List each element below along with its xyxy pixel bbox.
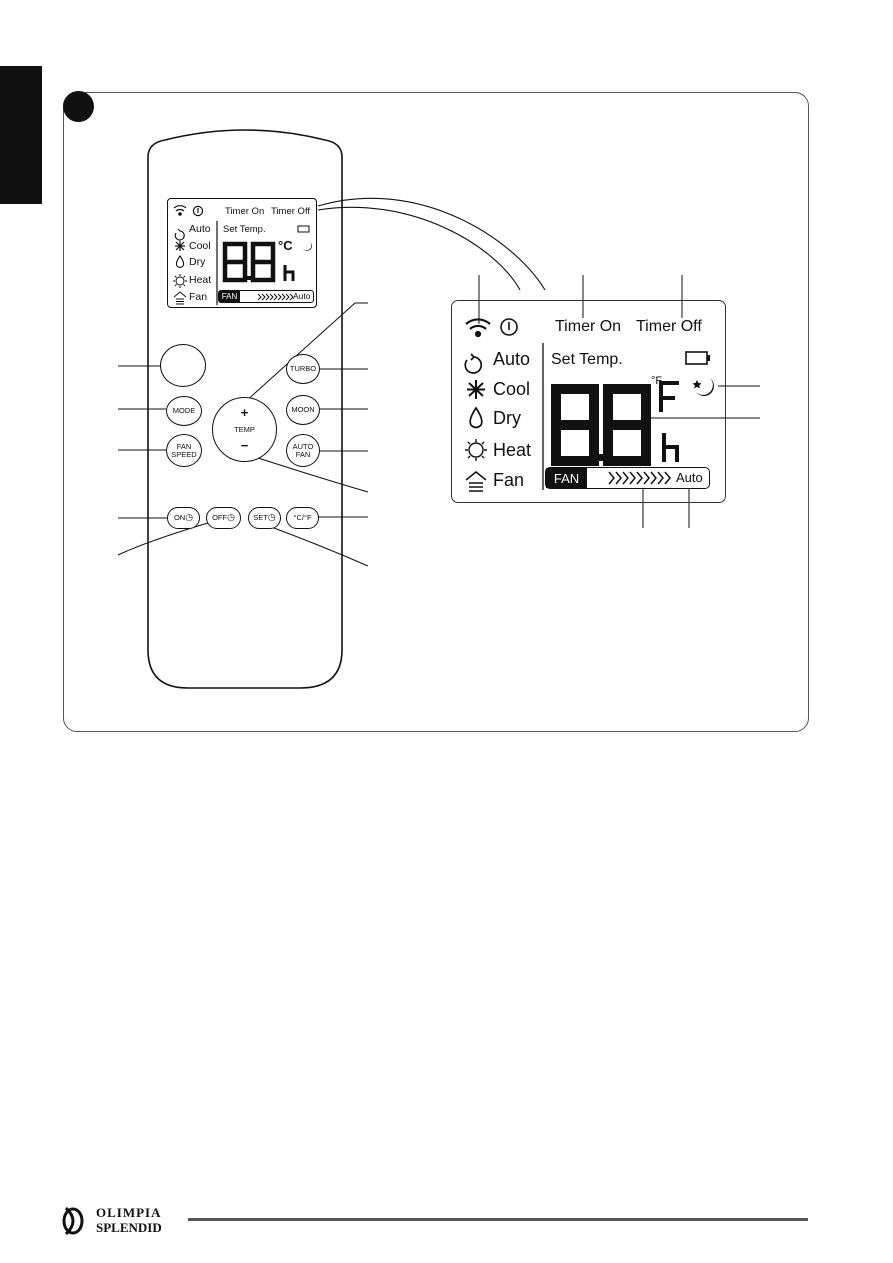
auto-fan-line1: AUTO [292, 441, 314, 451]
zoom-arc-outer [317, 197, 546, 291]
small-snowflake-icon [175, 241, 185, 251]
remote-lcd-screen [167, 198, 317, 308]
language-side-tab [0, 66, 42, 204]
display-fan-label: FAN [546, 468, 587, 488]
remote-lcd-fan-bar [218, 290, 314, 303]
small-wifi-icon [173, 205, 187, 216]
clock-icon: ◷ [267, 512, 276, 523]
power-button[interactable] [160, 344, 206, 387]
big-fan-house-icon [465, 471, 487, 492]
timer-on-button[interactable]: ON◷ [167, 507, 200, 529]
remote-lcd-mode-fan: Fan [189, 291, 208, 303]
timer-set-button[interactable]: SET◷ [248, 507, 281, 529]
callout-lines-display [478, 275, 760, 528]
timer-off-button[interactable]: OFF◷ [206, 507, 241, 529]
temp-plus-button[interactable]: + [240, 404, 249, 420]
fan-speed-button[interactable]: FAN SPEED [166, 434, 202, 467]
mode-button[interactable]: MODE [166, 396, 202, 426]
fan-speed-line1: FAN [176, 441, 192, 451]
big-auto-icon [464, 353, 483, 374]
display-fan-bar [545, 467, 710, 489]
big-sun-icon [465, 439, 487, 461]
auto-fan-line2: FAN [295, 449, 311, 459]
display-timer-off: Timer Off [636, 318, 702, 335]
small-fan-house-icon [173, 291, 187, 305]
remote-lcd-set-temp: Set Temp. [223, 224, 266, 235]
moon-button[interactable]: MOON [286, 395, 320, 425]
big-drop-icon [469, 406, 483, 429]
clock-icon: ◷ [185, 512, 194, 523]
footer-rule [188, 1218, 808, 1221]
callout-lines-right [244, 302, 369, 567]
small-sun-icon [173, 274, 187, 288]
remote-lcd-mode-dry: Dry [189, 256, 206, 268]
remote-lcd-mode-cool: Cool [189, 240, 211, 252]
display-timer-on: Timer On [555, 318, 622, 335]
zoom-arc-inner [317, 206, 521, 291]
remote-lcd-timer-on: Timer On [225, 206, 265, 217]
timer-on-label: ON [173, 513, 186, 523]
big-snowflake-icon [467, 380, 485, 399]
display-mode-auto: Auto [493, 349, 531, 369]
small-drop-icon [175, 255, 185, 269]
display-mode-fan: Fan [493, 470, 525, 490]
temp-minus-button[interactable]: − [240, 438, 249, 454]
logo-line1: OLIMPIA [96, 1205, 162, 1220]
remote-lcd-mode-auto: Auto [189, 223, 211, 235]
turbo-button[interactable]: TURBO [286, 354, 320, 384]
clock-icon: ◷ [227, 512, 235, 523]
fan-speed-line2: SPEED [171, 449, 197, 459]
display-temp-unit: °F [651, 375, 663, 387]
callout-lines-left [117, 365, 219, 556]
big-moon-star-icon [692, 378, 714, 396]
big-lcd-digits [551, 384, 651, 466]
auto-fan-button[interactable]: AUTO FAN [286, 434, 320, 467]
logo-mark [62, 1206, 84, 1236]
temp-label: TEMP [234, 424, 255, 434]
figure-number-badge [63, 91, 94, 122]
small-battery-icon [297, 225, 310, 233]
small-lcd-digits [222, 241, 276, 283]
temp-rocker[interactable]: + TEMP − [212, 397, 277, 462]
big-fan-chevrons [608, 471, 671, 485]
small-auto-icon [174, 228, 185, 241]
display-mode-heat: Heat [493, 440, 532, 460]
remote-body-outline [147, 129, 343, 689]
display-set-temp: Set Temp. [551, 351, 623, 368]
big-power-icon [500, 318, 518, 336]
logo-line2: SPLENDID [96, 1220, 162, 1235]
unit-toggle-button[interactable]: °C/°F [286, 507, 319, 529]
remote-lcd-timer-off: Timer Off [271, 206, 311, 217]
display-fan-auto: Auto [676, 470, 703, 485]
remote-lcd-mode-heat: Heat [189, 274, 212, 286]
big-wifi-icon [465, 318, 491, 338]
remote-lcd-temp-unit: °C [278, 238, 293, 253]
small-power-icon [192, 205, 204, 217]
timer-off-label: OFF [212, 513, 228, 523]
figure-frame [63, 92, 809, 732]
timer-set-label: SET [253, 513, 268, 523]
display-mode-cool: Cool [493, 379, 531, 399]
remote-lcd-fan-auto: Auto [293, 291, 311, 301]
small-fan-chevrons [257, 293, 294, 301]
display-mode-dry: Dry [493, 408, 521, 428]
remote-lcd-fan-label: FAN [219, 291, 240, 302]
display-detail-screen [451, 300, 726, 503]
